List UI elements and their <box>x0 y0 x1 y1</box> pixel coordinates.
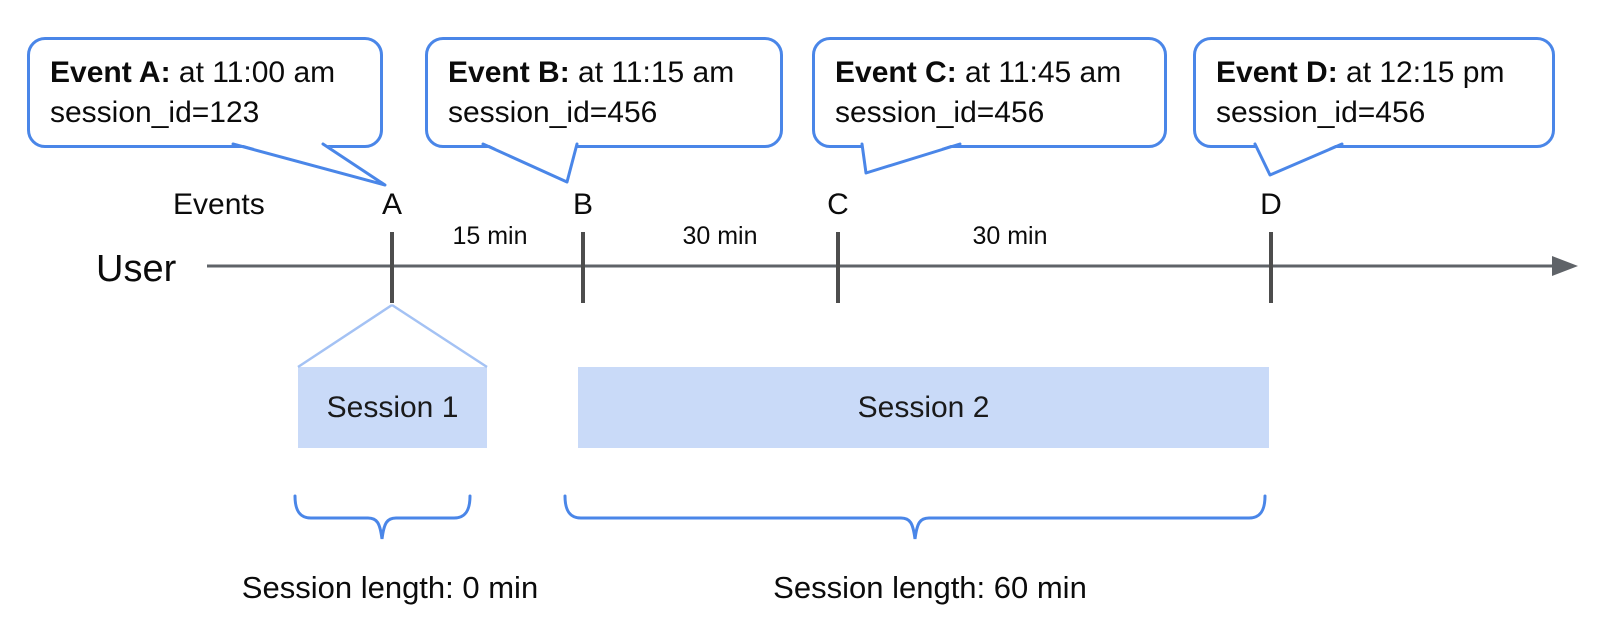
event-marker-b: B <box>572 188 594 221</box>
event-callout-c: Event C: at 11:45 am session_id=456 <box>812 37 1167 148</box>
callout-session-id: session_id=456 <box>835 95 1045 129</box>
event-marker-c: C <box>827 188 849 221</box>
callout-session-id: session_id=456 <box>448 95 658 129</box>
interval-label-a-b: 15 min <box>452 222 528 250</box>
callout-event-time: at 12:15 pm <box>1337 55 1505 89</box>
event-marker-a: A <box>381 188 403 221</box>
event-callout-a: Event A: at 11:00 am session_id=123 <box>27 37 383 148</box>
callout-event-name: Event B: <box>448 55 570 89</box>
event-marker-d: D <box>1260 188 1282 221</box>
events-axis-label: Events <box>173 188 265 221</box>
callout-tail-b <box>481 142 579 184</box>
callout-session-id: session_id=456 <box>1216 95 1426 129</box>
session-bar-label: Session 1 <box>326 390 459 424</box>
callout-event-time: at 11:15 am <box>569 55 735 89</box>
user-axis-label: User <box>96 248 177 290</box>
session-brace-2 <box>563 494 1267 540</box>
callout-event-name: Event D: <box>1216 55 1338 89</box>
callout-title: Event C: at 11:45 am <box>835 53 1164 93</box>
callout-title: Event B: at 11:15 am <box>448 53 780 93</box>
callout-event-name: Event C: <box>835 55 957 89</box>
session-length-label-2: Session length: 60 min <box>773 570 1087 605</box>
session-funnel-lines <box>297 303 488 369</box>
session-bar-1: Session 1 <box>298 367 487 448</box>
event-callout-b: Event B: at 11:15 am session_id=456 <box>425 37 783 148</box>
interval-label-b-c: 30 min <box>682 222 758 250</box>
callout-event-time: at 11:45 am <box>956 55 1122 89</box>
callout-event-name: Event A: <box>50 55 171 89</box>
timeline-arrowhead-icon <box>1552 256 1578 276</box>
session-bar-label: Session 2 <box>857 390 990 424</box>
session-bar-2: Session 2 <box>578 367 1269 448</box>
callout-title: Event A: at 11:00 am <box>50 53 380 93</box>
callout-tail-a <box>231 142 387 187</box>
callout-session-id: session_id=123 <box>50 95 260 129</box>
interval-label-c-d: 30 min <box>972 222 1048 250</box>
session-length-label-1: Session length: 0 min <box>241 570 539 605</box>
session-brace-1 <box>293 494 472 540</box>
callout-event-time: at 11:00 am <box>170 55 336 89</box>
event-callout-d: Event D: at 12:15 pm session_id=456 <box>1193 37 1555 148</box>
callout-title: Event D: at 12:15 pm <box>1216 53 1552 93</box>
